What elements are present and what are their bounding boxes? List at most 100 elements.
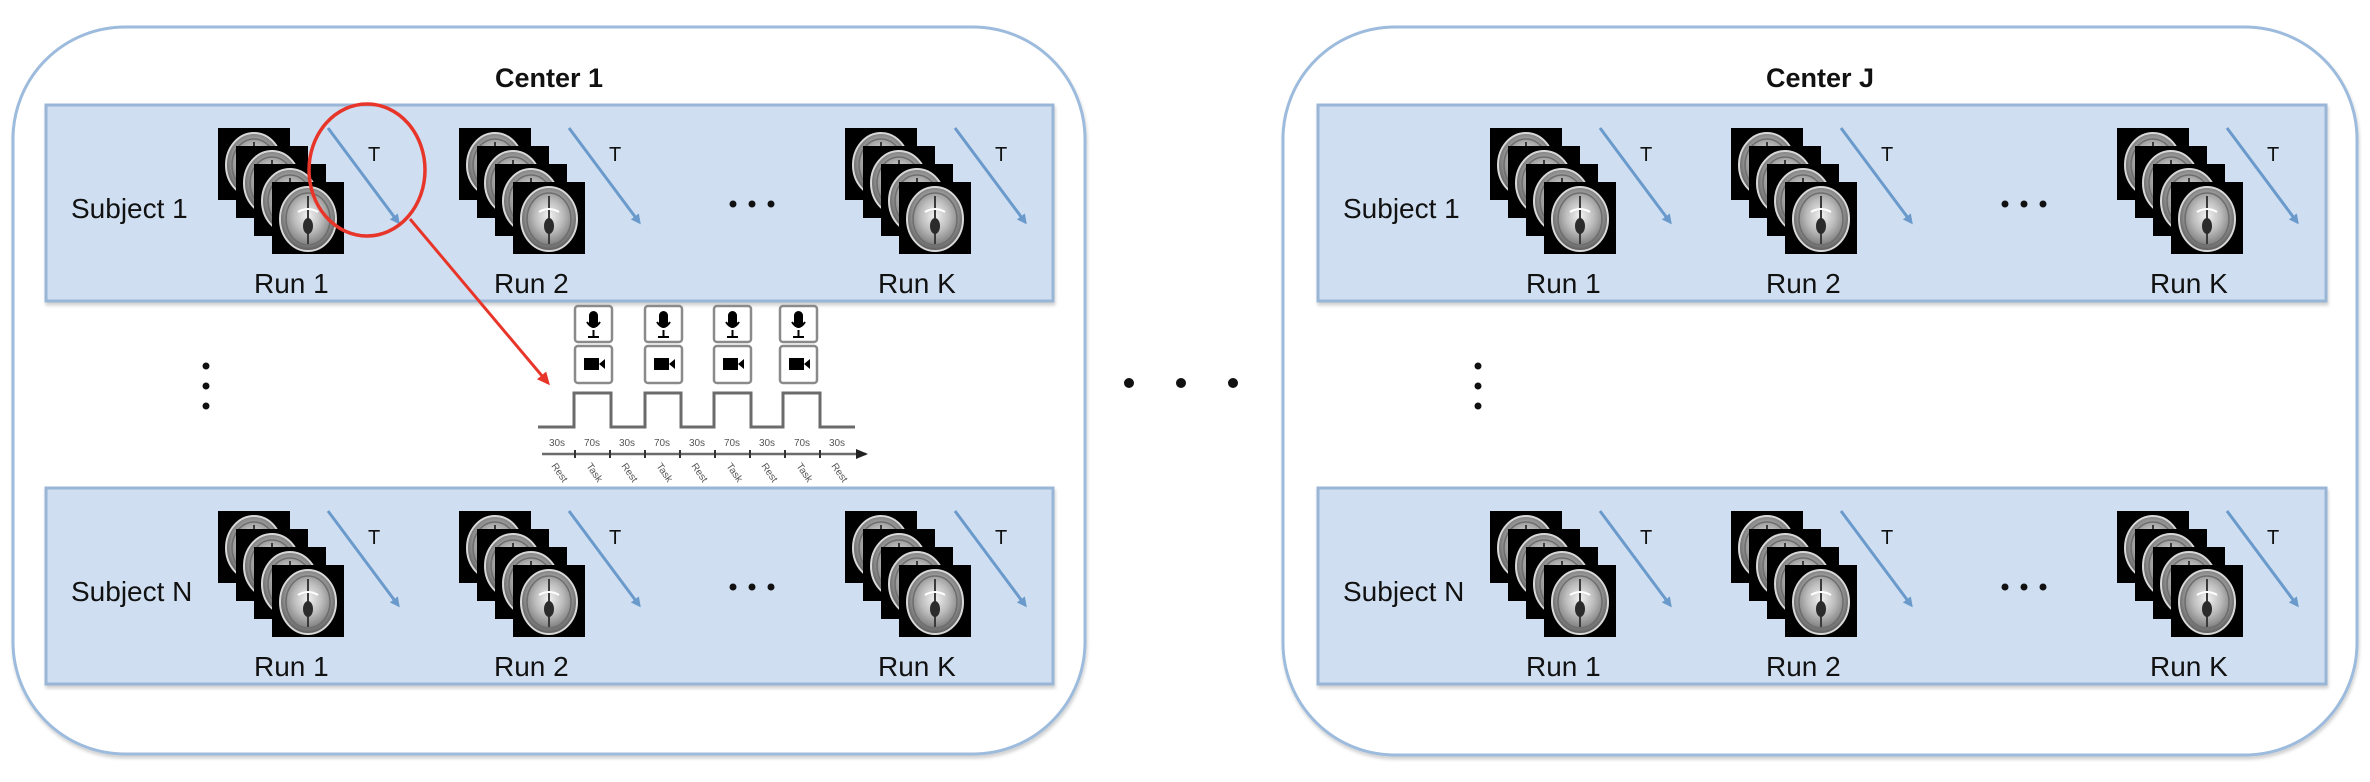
task-paradigm: 30sRest70sTask30sRest70sTask30sRest70sTa…: [538, 304, 868, 485]
subject-label: Subject 1: [1343, 193, 1460, 224]
run-label: Run K: [878, 651, 956, 682]
time-arrow-icon: [953, 127, 1027, 225]
brain-volume-stack-icon: [218, 128, 344, 254]
brain-slice-icon: [272, 565, 344, 637]
run: T Run 1: [1490, 510, 1672, 682]
time-arrow-icon: [326, 510, 400, 608]
subjects-ellipsis: [202, 362, 210, 410]
block-duration-label: 30s: [549, 438, 565, 449]
brain-volume-stack-icon: [218, 511, 344, 637]
brain-slice-icon: [513, 565, 585, 637]
stimulus-block: [573, 304, 614, 385]
time-axis-label: T: [995, 527, 1007, 549]
time-arrow-icon: [567, 127, 641, 225]
brain-volume-stack-icon: [1490, 128, 1616, 254]
brain-volume-stack-icon: [845, 128, 971, 254]
time-axis-label: T: [1640, 527, 1652, 549]
between-centers-ellipsis: [1124, 378, 1238, 388]
run-label: Run 2: [494, 268, 569, 299]
run: T Run K: [2117, 510, 2299, 682]
brain-volume-stack-icon: [2117, 511, 2243, 637]
brain-slice-icon: [2171, 565, 2243, 637]
brain-slice-icon: [1544, 565, 1616, 637]
center-title: Center J: [1766, 63, 1874, 93]
video-camera-icon: [573, 344, 614, 385]
time-axis-label: T: [2267, 527, 2279, 549]
microphone-icon: [573, 304, 614, 344]
time-arrow-icon: [953, 510, 1027, 608]
brain-volume-stack-icon: [2117, 128, 2243, 254]
block-duration-label: 70s: [794, 438, 810, 449]
time-axis-label: T: [995, 144, 1007, 166]
brain-slice-icon: [899, 565, 971, 637]
brain-slice-icon: [2171, 182, 2243, 254]
subject-label: Subject N: [1343, 576, 1464, 607]
run: T Run 2: [459, 510, 641, 682]
brain-slice-icon: [899, 182, 971, 254]
time-axis-label: T: [1640, 144, 1652, 166]
time-arrow-icon: [2225, 127, 2299, 225]
microphone-icon: [643, 304, 684, 344]
video-camera-icon: [778, 344, 819, 385]
stimulus-block: [712, 304, 753, 385]
run: T Run 1: [218, 127, 400, 299]
video-camera-icon: [712, 344, 753, 385]
run-label: Run 1: [1526, 268, 1601, 299]
brain-volume-stack-icon: [459, 128, 585, 254]
block-duration-label: 30s: [619, 438, 635, 449]
run-label: Run K: [2150, 268, 2228, 299]
brain-slice-icon: [272, 182, 344, 254]
highlight-pointer-arrow: [408, 218, 550, 386]
run-label: Run 2: [494, 651, 569, 682]
time-arrow-icon: [1598, 510, 1672, 608]
time-arrow-icon: [1598, 127, 1672, 225]
time-axis-label: T: [1881, 144, 1893, 166]
time-arrow-icon: [567, 510, 641, 608]
run: T Run K: [845, 510, 1027, 682]
video-camera-icon: [643, 344, 684, 385]
block-duration-label: 70s: [584, 438, 600, 449]
run-label: Run K: [878, 268, 956, 299]
stimulus-block: [643, 304, 684, 385]
microphone-icon: [712, 304, 753, 344]
run-label: Run K: [2150, 651, 2228, 682]
subject-band: Subject 1 T Run 1 T Run 2 T Run K: [1316, 103, 2328, 303]
time-axis-label: T: [368, 527, 380, 549]
subject-label: Subject N: [71, 576, 192, 607]
run: T Run 1: [1490, 127, 1672, 299]
time-axis-label: T: [609, 527, 621, 549]
run: T Run K: [845, 127, 1027, 299]
stimulus-block: [778, 304, 819, 385]
run-label: Run 2: [1766, 651, 1841, 682]
brain-slice-icon: [1785, 182, 1857, 254]
run-label: Run 1: [1526, 651, 1601, 682]
run-label: Run 2: [1766, 268, 1841, 299]
time-arrow-icon: [2225, 510, 2299, 608]
block-duration-label: 30s: [759, 438, 775, 449]
subjects-ellipsis: [1474, 362, 1482, 410]
brain-volume-stack-icon: [459, 511, 585, 637]
brain-volume-stack-icon: [1490, 511, 1616, 637]
runs-ellipsis: [2001, 200, 2047, 208]
time-axis-label: T: [368, 144, 380, 166]
run-highlight: [307, 102, 550, 386]
block-duration-label: 30s: [689, 438, 705, 449]
brain-slice-icon: [1785, 565, 1857, 637]
run: T Run K: [2117, 127, 2299, 299]
brain-volume-stack-icon: [1731, 511, 1857, 637]
block-design-waveform: [538, 391, 855, 429]
runs-ellipsis: [729, 583, 775, 591]
brain-volume-stack-icon: [1731, 128, 1857, 254]
run-label: Run 1: [254, 268, 329, 299]
time-axis-label: T: [2267, 144, 2279, 166]
